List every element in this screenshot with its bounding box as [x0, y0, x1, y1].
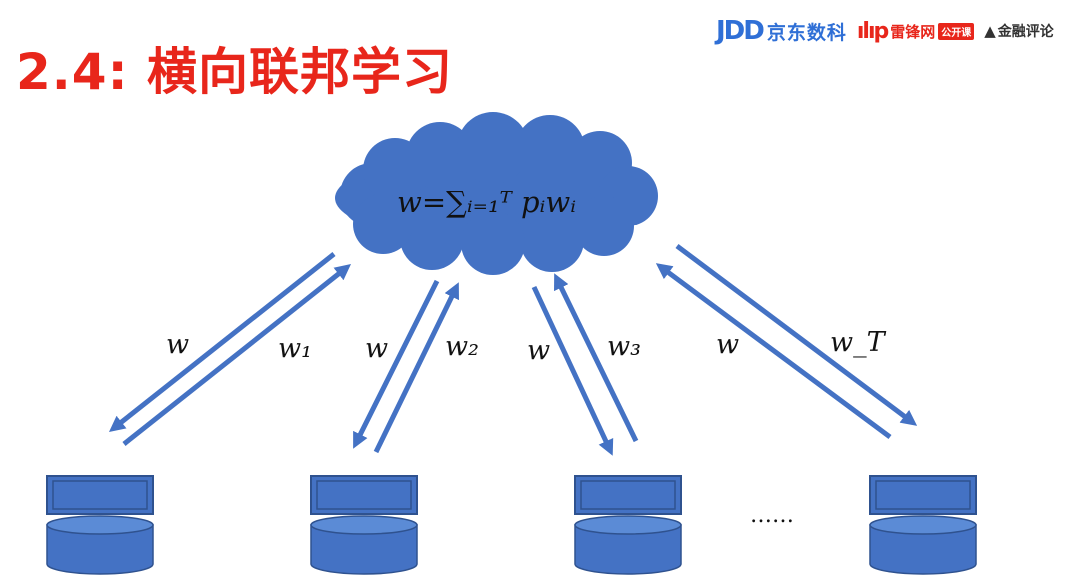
client-node-3 — [574, 475, 682, 575]
arrow-up-1 — [122, 264, 352, 446]
database-drum — [574, 524, 682, 575]
arrow-label: w₃ — [607, 331, 641, 362]
arrows — [108, 243, 918, 456]
arrow-label: w₁ — [278, 333, 312, 364]
server-box — [574, 475, 682, 515]
client-nodes — [46, 475, 977, 575]
cloud-formula: w=∑ᵢ₌₁ᵀ pᵢwᵢ — [397, 185, 576, 219]
jdd-logo-name: 京东数科 — [766, 21, 847, 44]
page-title: 2.4: 横向联邦学习 — [16, 43, 453, 101]
arrow-label: w — [166, 329, 189, 360]
database-drum-top — [869, 515, 977, 535]
database-drum-top — [310, 515, 418, 535]
database-drum — [869, 524, 977, 575]
jinrong-logo: ▲ 金融评论 — [984, 21, 1054, 41]
arrow-up-2 — [373, 282, 459, 454]
jdd-logo-mark: JDD — [716, 16, 765, 46]
leifeng-logo-badge: 公开课 — [938, 22, 975, 40]
arrow-down-1 — [108, 252, 336, 432]
server-box-bevel — [875, 480, 971, 510]
server-box-bevel — [316, 480, 412, 510]
cloud-server: w=∑ᵢ₌₁ᵀ pᵢwᵢ — [335, 112, 658, 275]
arrow-down-3 — [531, 285, 614, 456]
database-drum-top — [46, 515, 154, 535]
database-drum — [46, 524, 154, 575]
jdd-logo: JDD 京东数科 — [716, 16, 847, 46]
server-box — [46, 475, 154, 515]
cloud-shape — [335, 112, 658, 275]
logo-bar: JDD 京东数科 ılıp 雷锋网 公开课 ▲ 金融评论 — [716, 14, 1054, 48]
client-node-1 — [46, 475, 154, 575]
server-box — [869, 475, 977, 515]
arrow-down-4 — [675, 243, 918, 426]
arrow-up-3 — [554, 273, 639, 443]
arrow-label: w₂ — [445, 331, 479, 362]
client-node-4 — [869, 475, 977, 575]
arrow-up-4 — [655, 263, 892, 440]
arrow-label: w — [365, 333, 388, 364]
server-box — [310, 475, 418, 515]
jinrong-logo-name: 金融评论 — [997, 24, 1054, 40]
arrow-label: w — [716, 329, 739, 360]
leifeng-logo: ılıp 雷锋网 公开课 — [856, 18, 975, 44]
arrow-label: w — [527, 335, 550, 366]
ellipsis-text: …… — [750, 503, 794, 528]
database-drum-top — [574, 515, 682, 535]
server-box-bevel — [580, 480, 676, 510]
database-drum — [310, 524, 418, 575]
client-node-2 — [310, 475, 418, 575]
arrow-down-2 — [353, 279, 440, 449]
arrow-labels: w w₁ w w₂ w w₃ w w_T — [166, 327, 887, 366]
leifeng-logo-name: 雷锋网 — [890, 22, 936, 41]
server-box-bevel — [52, 480, 148, 510]
arrow-label: w_T — [830, 327, 887, 358]
jinrong-logo-mark: ▲ — [984, 22, 996, 40]
leifeng-logo-mark: ılıp — [856, 18, 889, 44]
